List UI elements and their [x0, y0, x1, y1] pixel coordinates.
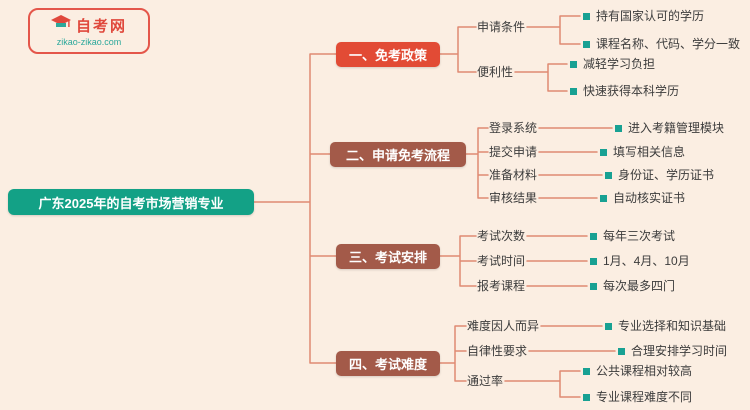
leaf-label: 持有国家认可的学历 [596, 9, 705, 23]
root-node: 广东2025年的自考市场营销专业 [8, 189, 254, 215]
square-bullet-icon [583, 40, 590, 48]
leaf-item: 公共课程相对较高 [583, 363, 692, 379]
square-bullet-icon [590, 257, 597, 265]
leaf-label: 身份证、学历证书 [618, 168, 715, 182]
leaf-item: 自动核实证书 [600, 190, 685, 206]
branch4-child-connectors [439, 325, 467, 382]
square-bullet-icon [590, 282, 597, 290]
leaf-item: 进入考籍管理模块 [615, 120, 724, 136]
logo-title: 自考网 [75, 18, 127, 35]
logo-url: zikao-zikao.com [56, 37, 122, 47]
square-bullet-icon [590, 232, 597, 240]
leaf-label: 快速获得本科学历 [583, 84, 680, 98]
sub-label-exam-courses: 报考课程 [477, 279, 526, 293]
square-bullet-icon [583, 12, 590, 20]
leaf-item: 每年三次考试 [590, 228, 675, 244]
branch1-leaf-connectors [514, 15, 581, 92]
branch1-child-connectors [439, 26, 477, 73]
branch-node-exam-difficulty: 四、考试难度 [336, 351, 440, 376]
branch2-leaf-connectors [538, 127, 613, 199]
trunk-connector [253, 53, 337, 364]
leaf-item: 填写相关信息 [600, 144, 685, 160]
leaf-item: 专业选择和知识基础 [605, 318, 726, 334]
sub-label-login-system: 登录系统 [489, 121, 538, 135]
leaf-label: 公共课程相对较高 [596, 364, 693, 378]
leaf-label: 1月、4月、10月 [603, 254, 690, 268]
logo: 自考网 zikao-zikao.com [28, 8, 150, 54]
branch-node-application-process: 二、申请免考流程 [330, 142, 466, 167]
square-bullet-icon [605, 171, 612, 179]
sub-label-pass-rate: 通过率 [467, 374, 504, 388]
sub-label-prepare-materials: 准备材料 [489, 168, 538, 182]
leaf-label: 课程名称、代码、学分一致 [596, 37, 741, 51]
graduation-cap-icon [50, 15, 71, 36]
square-bullet-icon [600, 148, 607, 156]
branch-node-exemption-policy: 一、免考政策 [336, 42, 440, 67]
leaf-item: 减轻学习负担 [570, 56, 655, 72]
logo-top: 自考网 [50, 15, 127, 36]
sub-label-application-conditions: 申请条件 [477, 20, 526, 34]
branch3-leaf-connectors [526, 235, 588, 287]
leaf-item: 身份证、学历证书 [605, 167, 714, 183]
sub-label-difficulty-varies: 难度因人而异 [467, 319, 540, 333]
leaf-item: 每次最多四门 [590, 278, 675, 294]
square-bullet-icon [618, 347, 625, 355]
leaf-label: 合理安排学习时间 [631, 344, 728, 358]
leaf-label: 每年三次考试 [603, 229, 676, 243]
square-bullet-icon [570, 87, 577, 95]
leaf-item: 快速获得本科学历 [570, 83, 679, 99]
sub-label-convenience: 便利性 [477, 65, 514, 79]
square-bullet-icon [583, 393, 590, 401]
sub-label-review-result: 审核结果 [489, 191, 538, 205]
sub-label-exam-time: 考试时间 [477, 254, 526, 268]
leaf-label: 填写相关信息 [613, 145, 686, 159]
leaf-item: 课程名称、代码、学分一致 [583, 36, 740, 52]
sub-label-self-discipline: 自律性要求 [467, 344, 528, 358]
branch3-child-connectors [439, 235, 477, 287]
leaf-label: 自动核实证书 [613, 191, 686, 205]
square-bullet-icon [615, 124, 622, 132]
square-bullet-icon [570, 60, 577, 68]
square-bullet-icon [600, 194, 607, 202]
branch4-leaf-connectors [504, 325, 616, 398]
leaf-item: 合理安排学习时间 [618, 343, 727, 359]
branch2-child-connectors [465, 127, 489, 199]
leaf-label: 减轻学习负担 [583, 57, 656, 71]
sub-label-submit-application: 提交申请 [489, 145, 538, 159]
leaf-label: 专业选择和知识基础 [618, 319, 727, 333]
leaf-item: 1月、4月、10月 [590, 253, 690, 269]
square-bullet-icon [583, 367, 590, 375]
leaf-label: 进入考籍管理模块 [628, 121, 725, 135]
leaf-item: 专业课程难度不同 [583, 389, 692, 405]
branch-node-exam-schedule: 三、考试安排 [336, 244, 440, 269]
leaf-item: 持有国家认可的学历 [583, 8, 704, 24]
leaf-label: 专业课程难度不同 [596, 390, 693, 404]
sub-label-exam-frequency: 考试次数 [477, 229, 526, 243]
leaf-label: 每次最多四门 [603, 279, 676, 293]
square-bullet-icon [605, 322, 612, 330]
